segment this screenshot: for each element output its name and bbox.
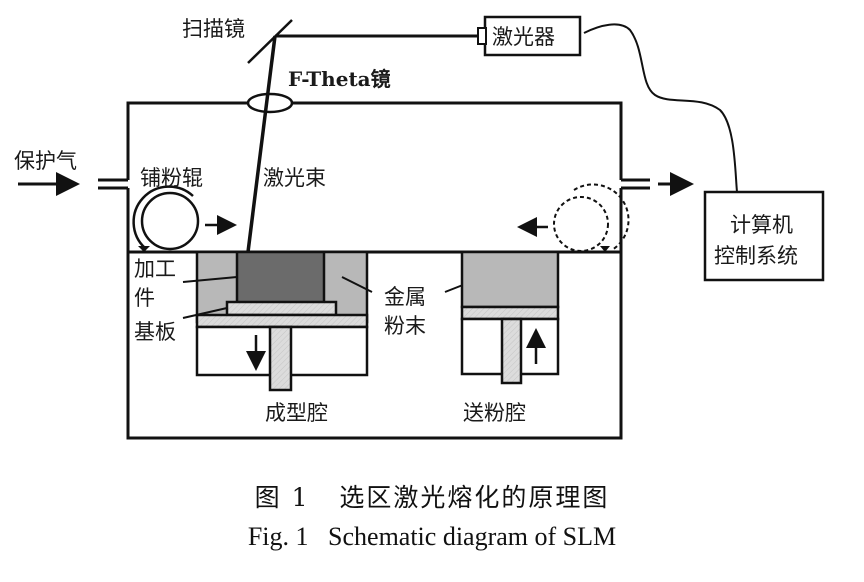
powder-leader [341,276,373,293]
laser-label: 激光器 [492,25,555,49]
workpiece-label-1: 加工 [134,257,176,281]
scan-mirror-label: 扫描镜 [182,17,245,41]
build-piston [268,325,293,392]
caption-english-title: Schematic diagram of SLM [328,522,617,551]
computer-control-box [703,190,825,282]
build-chamber-label: 成型腔 [265,401,328,425]
laser-aperture [477,27,487,45]
workpiece-leader [182,276,238,283]
slm-schematic: 激光器 扫描镜 F-Theta镜 激光束 保护气 铺粉辊 加工 件 基板 [14,15,825,440]
metal-powder-label-1: 金属 [384,285,426,309]
substrate-plate [225,300,338,317]
shielding-gas-label: 保护气 [14,149,77,173]
build-chamber [195,250,369,392]
feed-powder [460,250,560,309]
powder-roller-return [553,183,630,252]
f-theta-label: F-Theta镜 [288,67,391,91]
feed-chamber-label: 送粉腔 [463,401,526,425]
control-cable [583,23,738,193]
laser-beam [246,35,277,253]
scan-mirror [247,19,293,64]
workpiece-label-2: 件 [134,286,155,310]
powder-roller-label: 铺粉辊 [140,166,203,190]
substrate-label: 基板 [134,320,176,344]
computer-label-2: 控制系统 [714,244,798,268]
feed-platform [460,305,560,321]
caption-chinese-fig: 图 1 [254,483,310,512]
workpiece [235,250,326,305]
metal-powder-label-2: 粉末 [384,314,426,338]
feed-piston [500,317,523,385]
build-platform [195,313,369,329]
substrate-leader [182,307,228,319]
computer-label-1: 计算机 [730,213,793,237]
caption-chinese-title: 选区激光熔化的原理图 [339,483,610,512]
powder-roller [132,185,200,252]
caption-english: Fig. 1 Schematic diagram of SLM [0,522,864,552]
chamber-outline [98,101,650,440]
f-theta-lens [246,92,294,114]
laser-beam-label: 激光束 [263,166,326,190]
roller-return-contact [600,246,610,252]
feed-chamber [460,250,560,385]
caption-chinese: 图 1 选区激光熔化的原理图 [0,478,864,514]
caption-english-fig: Fig. 1 [247,522,309,551]
